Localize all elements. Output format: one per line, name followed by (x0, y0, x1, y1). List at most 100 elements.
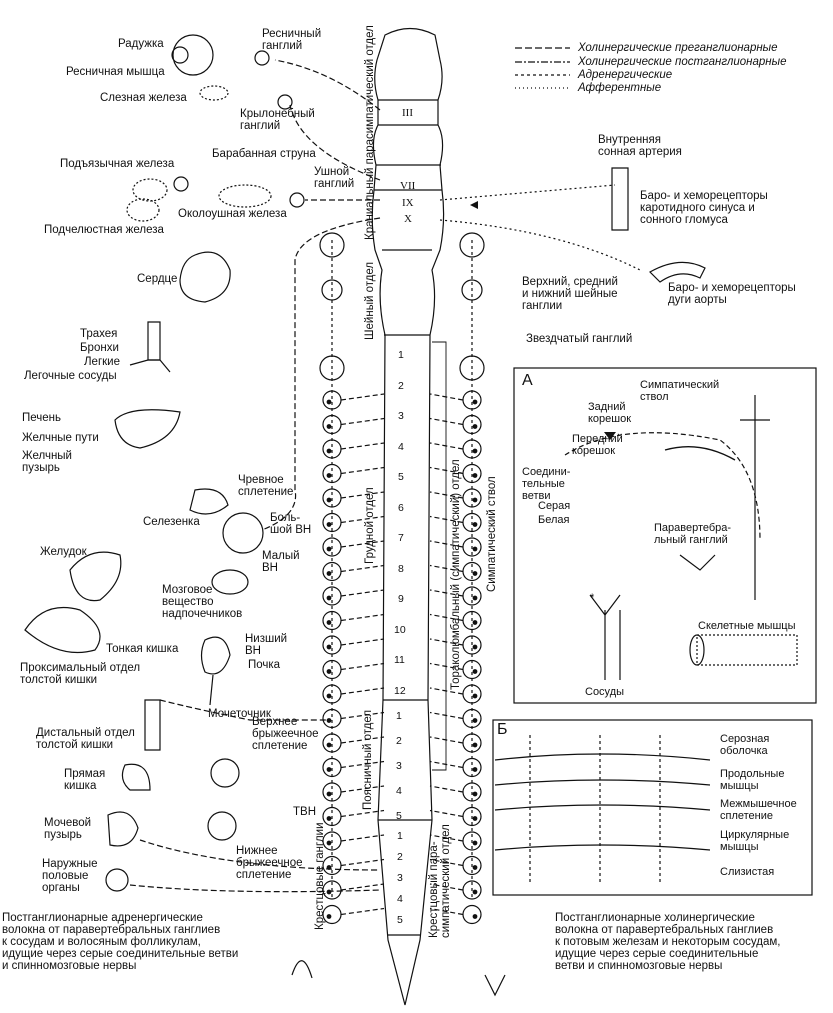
label-lungs: Легкие (84, 356, 120, 368)
synapse-dot (472, 791, 478, 797)
legend-adrenergic: Адренергические (578, 69, 673, 81)
preganglionic-fiber (340, 736, 385, 744)
label-ciliary-muscle: Ресничная мышца (66, 66, 165, 78)
synapse-dot (472, 571, 478, 576)
synapse-dot (326, 914, 332, 919)
synapse-dot (472, 473, 478, 478)
paravertebral-ganglion (322, 757, 342, 778)
label-trachea: Трахея (80, 328, 118, 340)
spinal-cord-outline (371, 27, 445, 1006)
inset-a-grey: Серая (538, 500, 571, 512)
label-lacrimal-gland: Слезная железа (100, 92, 187, 104)
legend-afferent: Афферентные (578, 82, 662, 94)
synapse-dot (472, 693, 478, 699)
cranial-nerve-ix: IX (402, 197, 414, 209)
thoracic-segment-12: 12 (394, 684, 406, 697)
thoracic-segment-9: 9 (398, 593, 404, 605)
preganglionic-fiber (340, 540, 385, 548)
synapse-dot (472, 889, 478, 895)
preganglionic-fiber (340, 760, 385, 769)
label-lesser-sn: Малый ВН (262, 550, 300, 574)
legend-preganglionic: Холинергические преганглионарные (578, 42, 778, 54)
inset-a-vessels: Сосуды (585, 686, 625, 698)
label-lumbar-division: Поясничный отдел (362, 709, 374, 810)
preganglionic-fiber (340, 687, 385, 695)
label-pulmonary-vessels: Легочные сосуды (24, 370, 117, 382)
inset-b-circular: Циркулярные мышцы (720, 829, 790, 853)
preganglionic-fiber (429, 564, 464, 573)
label-heart: Сердце (137, 273, 178, 285)
lumbar-segment-2: 2 (396, 735, 402, 747)
inset-a-title: А (522, 372, 533, 389)
thoracic-segment-1: 1 (398, 349, 404, 361)
synapse-dot (326, 522, 332, 527)
preganglionic-fiber (429, 442, 464, 450)
synapse-dot (472, 595, 478, 601)
paravertebral-ganglion (322, 439, 342, 459)
inset-a-skeletal-muscle: Скелетные мышцы (698, 620, 796, 632)
synapse-dot (472, 448, 478, 454)
inset-a-rami: Соедини- тельные ветви (522, 466, 571, 502)
label-least-sn: Низший ВН (245, 633, 288, 657)
thoracic-segment-8: 8 (398, 562, 404, 575)
thoracic-segment-10: 10 (394, 623, 406, 636)
synapse-dot (472, 546, 478, 552)
synapse-dot (326, 693, 332, 699)
label-thoracic-division: Грудной отдел (364, 487, 376, 564)
lumbar-segment-4: 4 (396, 785, 402, 797)
preganglionic-fiber (340, 417, 385, 426)
preganglionic-fiber (429, 515, 464, 524)
preganglionic-fiber (340, 785, 385, 793)
label-celiac-plexus: Чревное сплетение (238, 474, 294, 498)
thoracic-segment-7: 7 (398, 532, 404, 544)
sacral-segment-1: 1 (397, 830, 403, 842)
paravertebral-ganglion (462, 733, 482, 753)
paravertebral-ganglion (322, 414, 342, 435)
synapse-dot (472, 644, 478, 650)
synapse-dot (326, 791, 332, 797)
preganglionic-fiber (429, 736, 464, 744)
preganglionic-fiber (429, 711, 464, 720)
label-sympathetic-trunk: Симпатический ствол (486, 476, 498, 592)
label-stellate-ganglion: Звездчатый ганглий (526, 333, 633, 345)
inset-a-star: * (590, 592, 595, 604)
label-chorda-tympani: Барабанная струна (212, 148, 316, 160)
inset-a-dorsal-root: Задний корешок (588, 401, 632, 425)
synapse-dot (472, 718, 478, 723)
preganglionic-fiber (429, 613, 464, 622)
synapse-dot (326, 669, 332, 674)
inset-b-frame (492, 719, 813, 896)
preganglionic-fiber (340, 589, 385, 597)
label-submandibular-gland: Подчелюстная железа (44, 224, 164, 236)
label-bronchi: Бронхи (80, 342, 119, 354)
thoracic-segment-5: 5 (398, 471, 404, 483)
cranial-nerve-vii: VII (400, 180, 416, 192)
cranial-nerve-x: X (404, 213, 412, 225)
preganglionic-fiber (340, 858, 385, 867)
inset-b-serosa: Серозная оболочка (720, 733, 770, 757)
synapse-dot (326, 816, 332, 821)
label-otic-ganglion: Ушной ганглий (314, 166, 355, 190)
note-postganglionic-cholinergic: Постганглионарные холинергические волокн… (555, 912, 781, 972)
inset-a-ventral-root: Передний корешок (572, 433, 623, 457)
preganglionic-fiber (340, 638, 385, 646)
preganglionic-fiber (340, 491, 385, 499)
label-genitals: Наружные половые органы (42, 858, 98, 894)
inset-b-title: Б (497, 721, 508, 738)
sacral-segment-3: 3 (397, 872, 403, 884)
synapse-dot (472, 914, 478, 919)
preganglionic-fiber (340, 711, 385, 720)
label-superior-mesenteric: Верхнее брыжеечное сплетение (252, 716, 319, 752)
label-liver: Печень (22, 412, 62, 424)
synapse-dot (472, 742, 478, 748)
label-pterygopalatine-ganglion: Крылонебный ганглий (240, 108, 315, 132)
label-bladder: Мочевой пузырь (44, 817, 92, 841)
sacral-segment-5: 5 (397, 914, 403, 926)
label-kidney: Почка (248, 659, 281, 671)
preganglionic-fiber (429, 834, 464, 842)
label-ureter: Мочеточник (208, 708, 271, 720)
label-adrenal-medulla: Мозговое вещество надпочечников (162, 584, 243, 620)
lumbar-segment-1: 1 (396, 710, 402, 722)
label-thoracolumbar-division: Тораколюмбальный (симпатический) отдел (450, 459, 462, 690)
paravertebral-ganglion (462, 757, 482, 778)
